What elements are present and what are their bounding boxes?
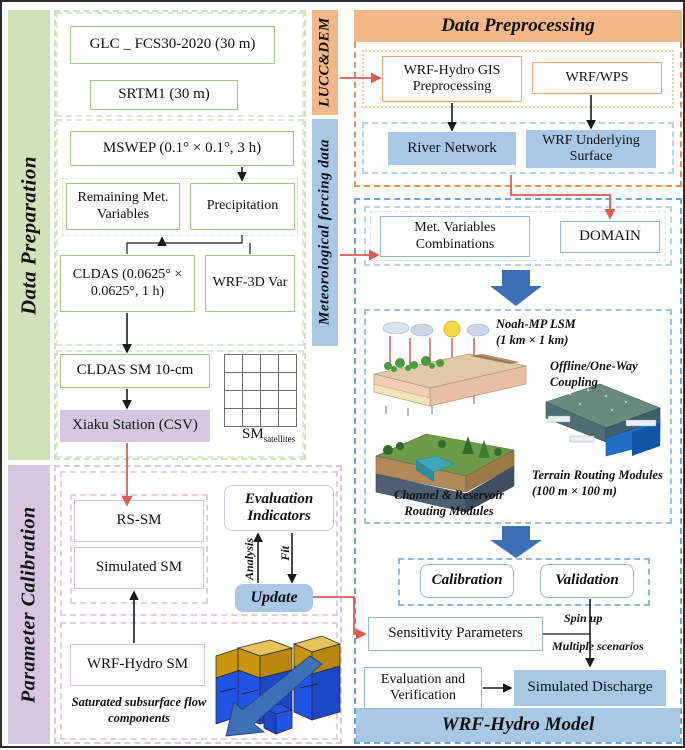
sm-satellites-grid (224, 354, 297, 427)
label-multiple-scenarios: Multiple scenarios (552, 639, 644, 653)
soil-moisture-section (56, 350, 304, 458)
label-fit: Fit (278, 546, 292, 561)
subsurface-flow-illustration (215, 635, 342, 737)
box-met-variables-combinations[interactable]: Met. Variables Combinations (380, 216, 530, 257)
box-evaluation-verification[interactable]: Evaluation and Verification (364, 667, 482, 709)
box-precipitation[interactable]: Precipitation (190, 183, 295, 230)
calibration-validation-row (398, 558, 650, 606)
box-simulated-discharge[interactable]: Simulated Discharge (514, 670, 666, 706)
sm-satellites-label: SMsatellites (242, 426, 295, 444)
terrain-routing-illustration (545, 383, 661, 457)
box-wrf-hydro-sm[interactable]: WRF-Hydro SM (70, 644, 205, 686)
band-data-preparation: Data Preparation (8, 10, 50, 460)
box-glc-fcs30[interactable]: GLC _ FCS30-2020 (30 m) (70, 26, 275, 64)
sm-satellites-text: SM (242, 426, 264, 442)
grid-table (224, 354, 297, 427)
meteorological-section (56, 119, 304, 346)
box-cldas[interactable]: CLDAS (0.0625° × 0.0625°, 1 h) (60, 255, 195, 312)
label-analysis: Analysis (242, 538, 256, 581)
box-wrf-3d-var[interactable]: WRF-3D Var (205, 255, 295, 312)
channel-reservoir-illustration (375, 433, 515, 513)
band-lucc-dem: LUCC&DEM (312, 10, 338, 115)
sm-comparison-group (70, 494, 208, 604)
label-offline-coupling: Offline/One-Way Coupling (550, 359, 638, 389)
box-calibration[interactable]: Calibration (420, 564, 514, 598)
box-cldas-sm-10cm[interactable]: CLDAS SM 10-cm (60, 354, 210, 388)
label-noah-mp: Noah-MP LSM (496, 317, 576, 331)
data-preprocessing-title: Data Preprocessing (354, 10, 682, 42)
label-channel-reservoir: Channel & Reservoir Routing Modules (394, 488, 504, 518)
caption-saturated-subsurface: Saturated subsurface flow components (71, 695, 207, 725)
calibration-upper-section (60, 471, 338, 616)
box-rs-sm[interactable]: RS-SM (74, 500, 204, 542)
box-xiaku-station[interactable]: Xiaku Station (CSV) (60, 410, 210, 442)
box-mswep[interactable]: MSWEP (0.1° × 0.1°, 3 h) (70, 131, 294, 166)
preprocessing-outputs-row (362, 122, 674, 174)
box-update[interactable]: Update (235, 584, 313, 612)
box-wrf-hydro-gis[interactable]: WRF-Hydro GIS Preprocessing (382, 56, 522, 102)
noah-mp-lsm-illustration (373, 320, 527, 416)
data-preparation-panel (54, 10, 306, 460)
band-meteorological-forcing: Meteorological forcing data (312, 119, 338, 346)
box-validation[interactable]: Validation (540, 564, 634, 598)
label-spin-up: Spin up (564, 611, 603, 625)
label-noah-mp-resolution: (1 km × 1 km) (496, 332, 569, 347)
lucc-dem-section (56, 12, 304, 117)
box-simulated-sm[interactable]: Simulated SM (74, 547, 204, 589)
box-srtm1[interactable]: SRTM1 (30 m) (90, 80, 238, 110)
model-illustration-section (364, 309, 672, 524)
box-wrf-wps[interactable]: WRF/WPS (532, 62, 662, 94)
label-terrain-resolution: (100 m × 100 m) (532, 483, 617, 498)
box-wrf-underlying-surface[interactable]: WRF Underlying Surface (526, 130, 656, 168)
box-domain[interactable]: DOMAIN (560, 221, 660, 253)
box-remaining-met-variables[interactable]: Remaining Met. Variables (66, 183, 180, 230)
box-evaluation-indicators[interactable]: Evaluation Indicators (224, 485, 334, 531)
sm-satellites-subscript: satellites (263, 434, 296, 444)
preprocessing-tools-row (362, 50, 674, 108)
wrf-hydro-model-title: WRF-Hydro Model (356, 708, 680, 742)
label-terrain-routing: Terrain Routing Modules (532, 468, 663, 482)
band-parameter-calibration: Parameter Calibration (8, 465, 50, 744)
box-river-network[interactable]: River Network (388, 132, 516, 165)
box-sensitivity-parameters[interactable]: Sensitivity Parameters (368, 617, 543, 651)
